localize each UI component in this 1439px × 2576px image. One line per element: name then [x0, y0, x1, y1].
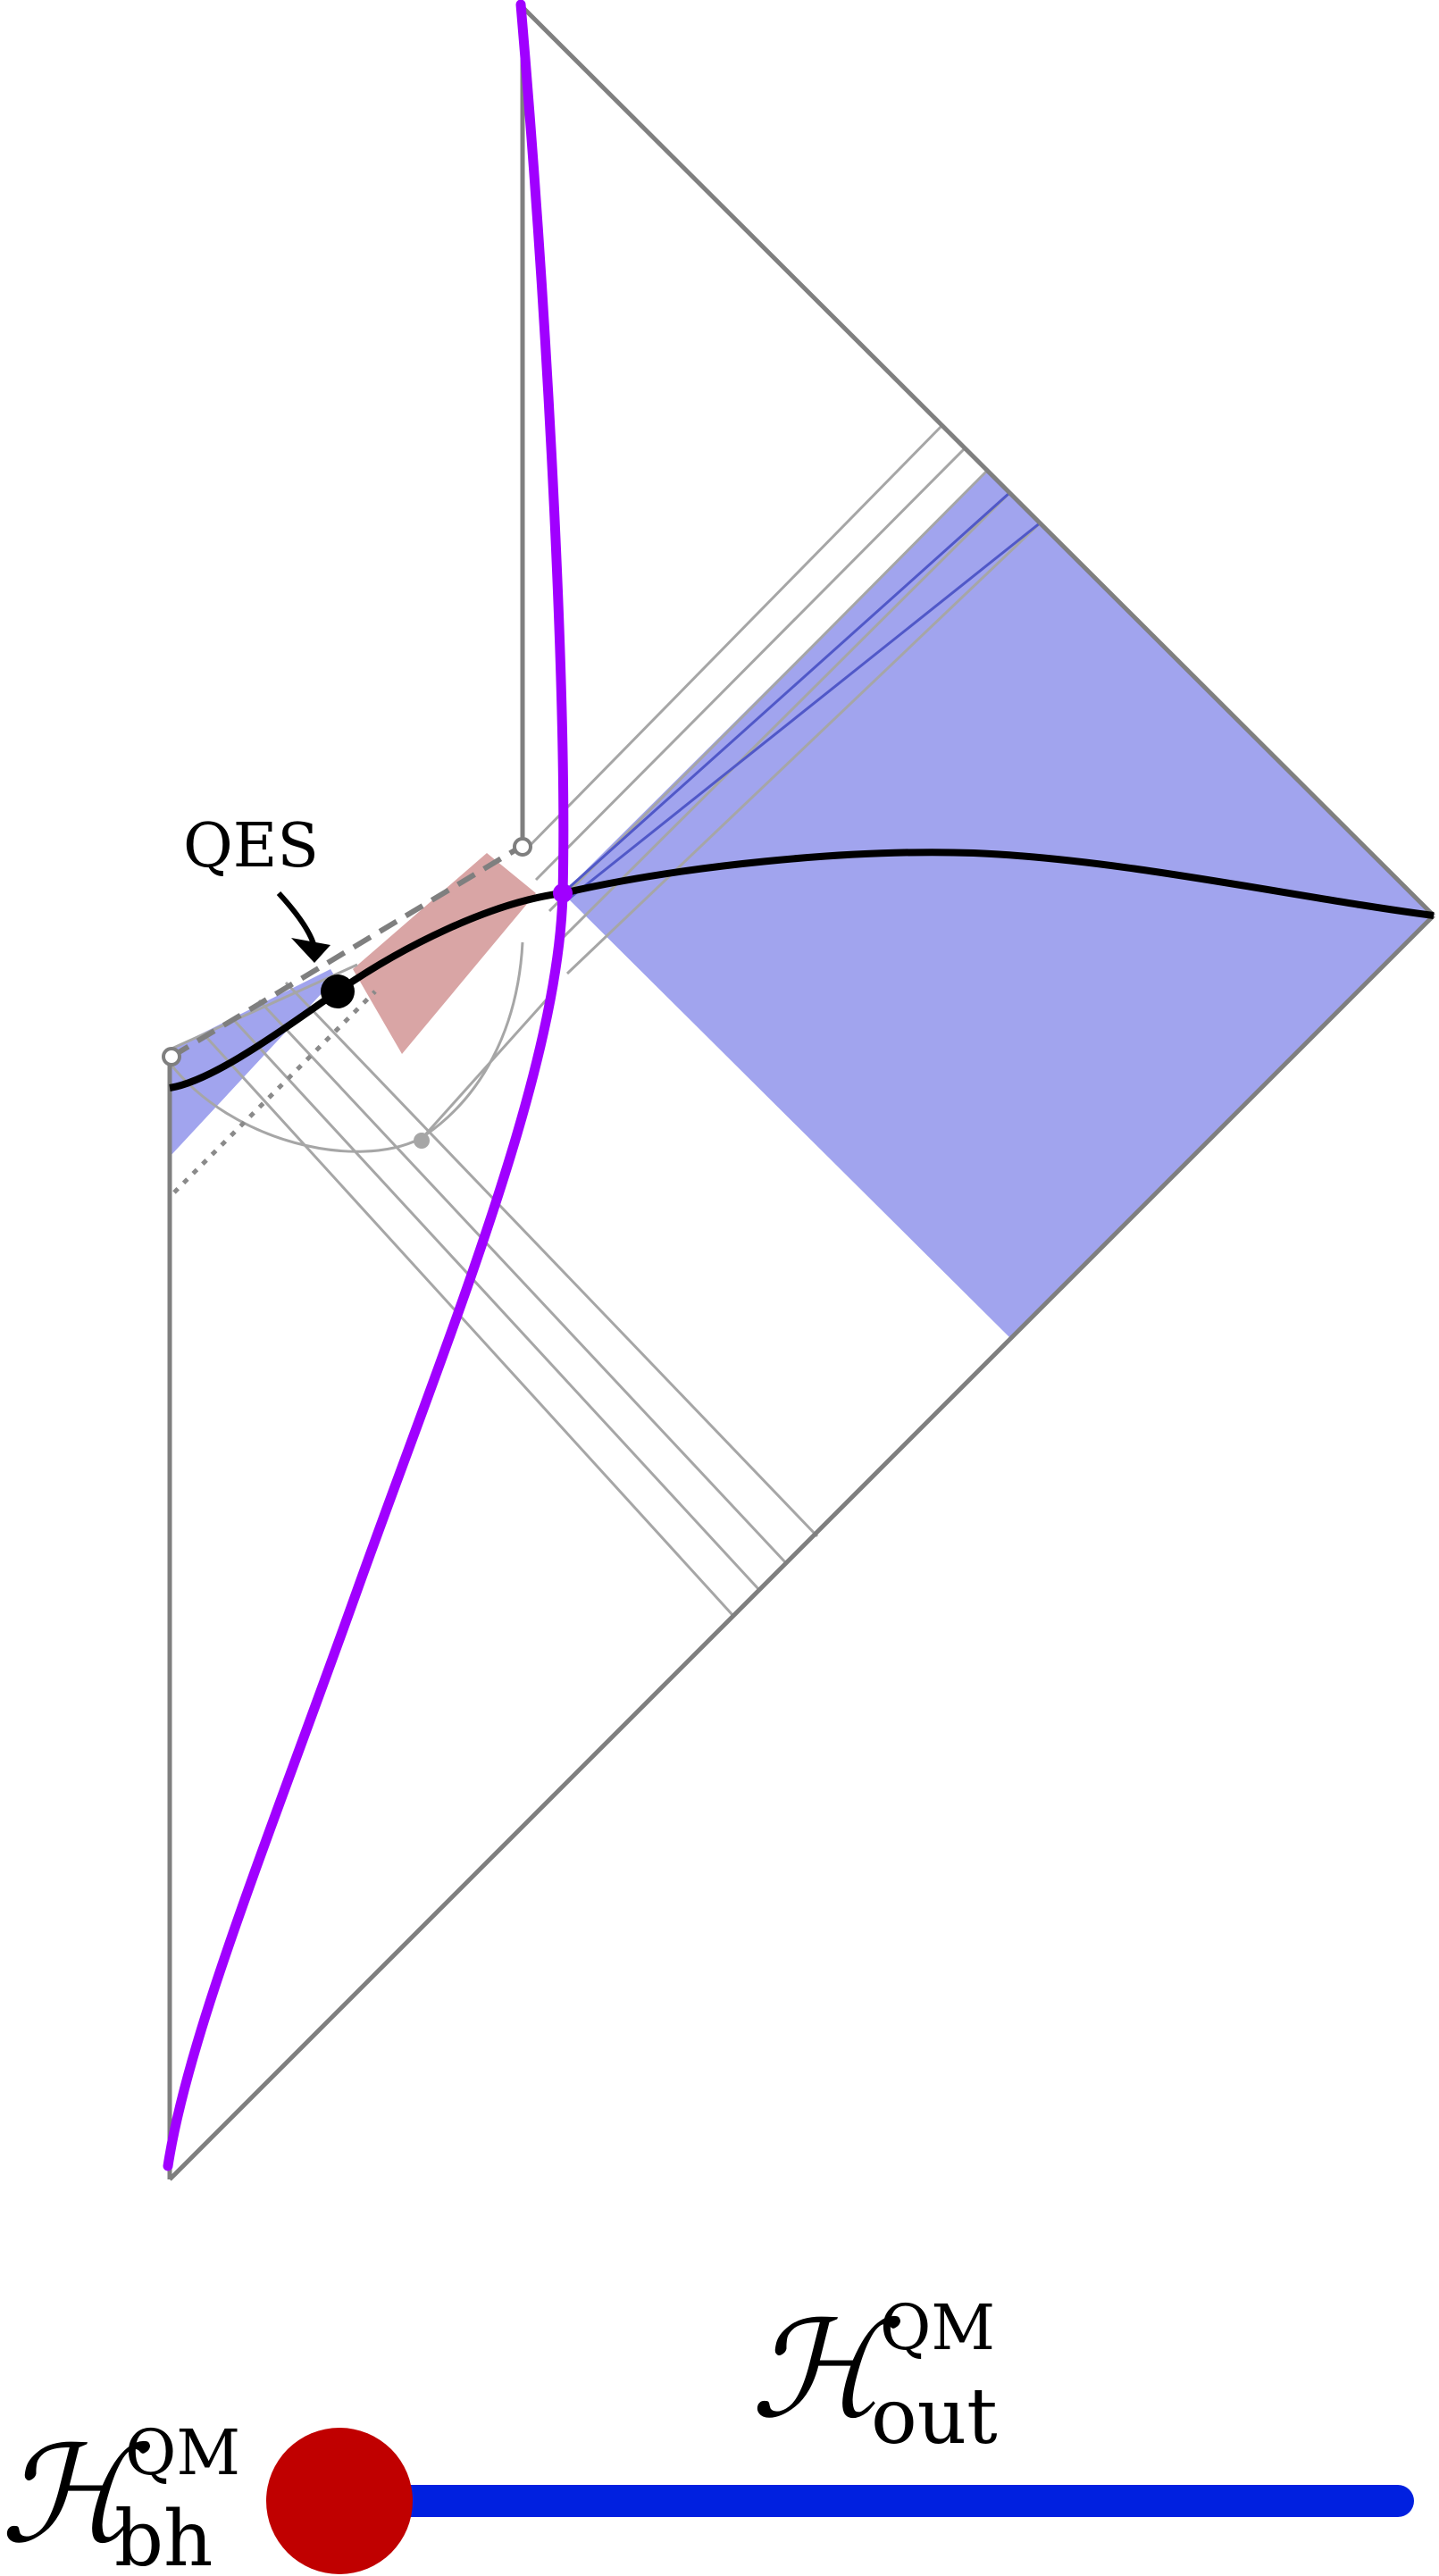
arc-point	[414, 1133, 430, 1149]
svg-text:QM: QM	[880, 2291, 995, 2364]
island-red-region	[353, 853, 536, 1054]
lower-light-rays	[169, 963, 819, 1617]
open-point-top	[513, 837, 532, 857]
svg-text:ℋ: ℋ	[750, 2293, 901, 2448]
upper-light-rays	[521, 423, 1042, 975]
svg-text:out: out	[871, 2372, 998, 2462]
entanglement-wedge-region	[563, 471, 1434, 1337]
qes-arrowhead-icon	[291, 938, 330, 963]
qes-label: QES	[183, 811, 319, 882]
cauchy-slice	[169, 849, 1435, 1091]
diagram-boundary	[167, 5, 1435, 2181]
hilbert-out-label: ℋ QM out	[750, 2291, 998, 2462]
bh-dot	[266, 2428, 413, 2574]
open-point-left	[162, 1047, 181, 1066]
qes-point	[321, 974, 355, 1008]
hilbert-bh-label: ℋ QM bh	[0, 2416, 240, 2576]
qes-arrow	[276, 891, 317, 948]
island-blue-region	[170, 969, 336, 1157]
svg-text:QM: QM	[125, 2416, 240, 2489]
junction-point	[553, 883, 573, 903]
svg-text:bh: bh	[114, 2495, 213, 2576]
arc-ray	[420, 990, 556, 1141]
wedge-inner-rays	[561, 491, 1042, 904]
cutoff-curve	[163, 0, 569, 2171]
dashed-boundary	[170, 844, 523, 1059]
svg-text:ℋ: ℋ	[0, 2418, 151, 2573]
